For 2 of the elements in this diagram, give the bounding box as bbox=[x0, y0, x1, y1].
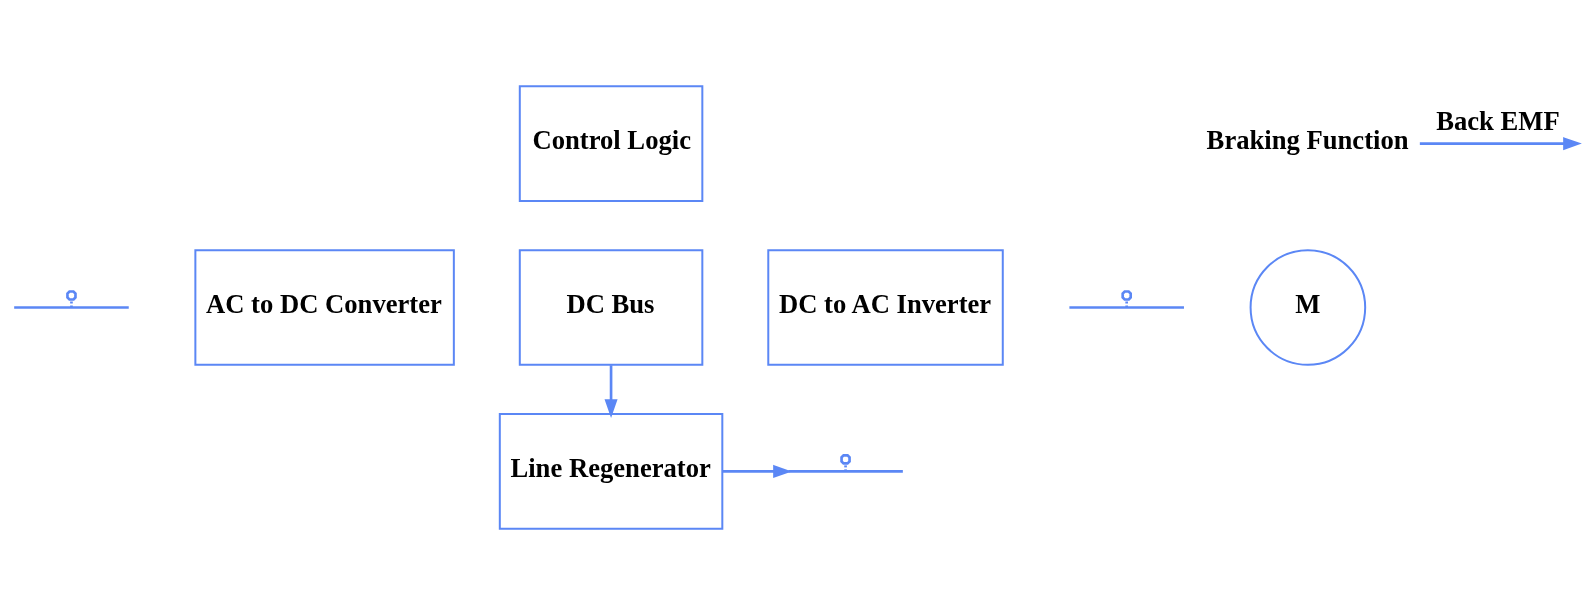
edge-label: Back EMF bbox=[1436, 106, 1560, 137]
node-text: Braking Function bbox=[1206, 124, 1409, 155]
